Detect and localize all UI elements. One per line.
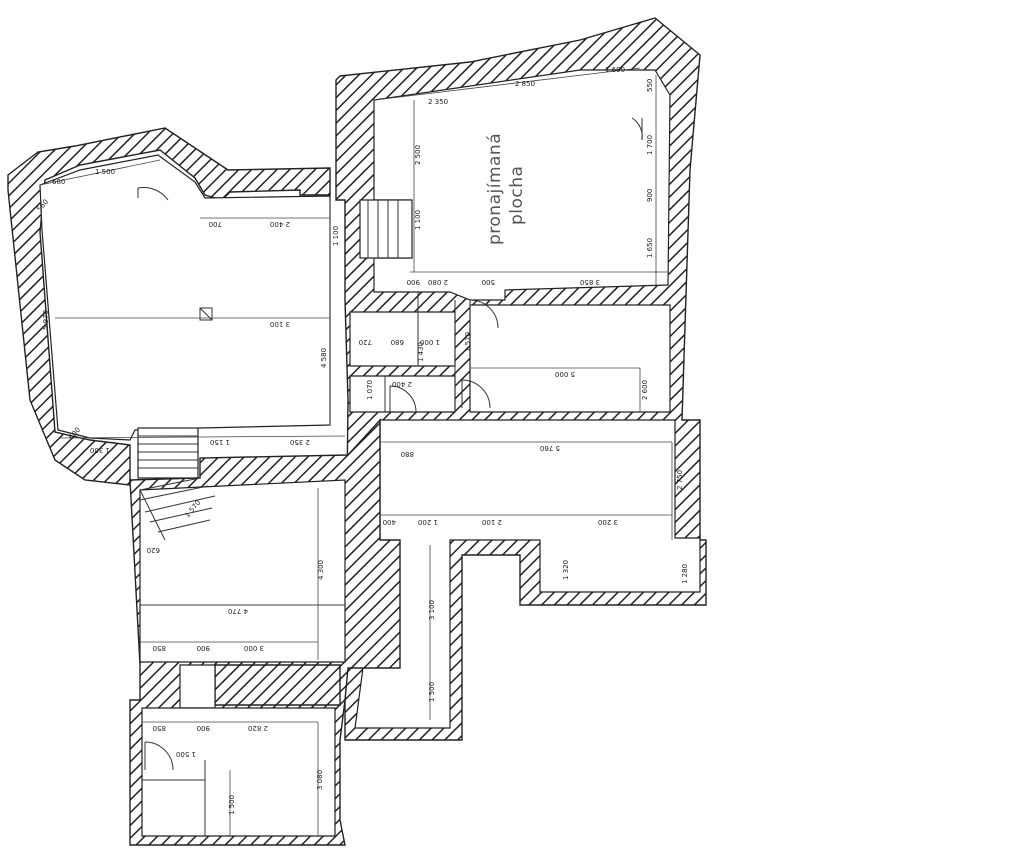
dim-text: 400 — [383, 518, 396, 526]
room-middle-right-floor — [469, 304, 671, 413]
dim-text: 5 970 — [42, 310, 50, 330]
dim-text: 4 580 — [320, 348, 328, 368]
dim-text: 680 — [391, 338, 404, 346]
dim-text: 1 690 — [605, 66, 625, 74]
dim-text: 3 100 — [270, 320, 290, 328]
dim-text: 1 570 — [464, 332, 472, 352]
dim-text: 900 — [197, 644, 210, 652]
dim-text: 4 770 — [228, 607, 248, 615]
room-label-line1: pronajímaná — [485, 133, 505, 245]
door-arcs — [137, 117, 643, 771]
dim-text: 900 — [197, 724, 210, 732]
dim-text: 1 650 — [646, 238, 654, 258]
dim-text: 720 — [359, 338, 372, 346]
dim-text: 1 320 — [562, 560, 570, 580]
dimension-lines — [39, 67, 673, 836]
dim-text: 550 — [646, 79, 654, 92]
dim-text: 2 350 — [428, 98, 448, 106]
dim-text: 1 500 — [95, 168, 115, 176]
dim-text: 3 200 — [598, 518, 618, 526]
dim-text: 880 — [401, 450, 414, 458]
dim-text: 2 100 — [482, 518, 502, 526]
dim-text: 2 850 — [515, 80, 535, 88]
dim-text: 900 — [407, 278, 420, 286]
dim-text: 700 — [209, 220, 222, 228]
dim-text: 1 500 — [176, 750, 196, 758]
dim-text: 1 150 — [210, 438, 230, 446]
dim-text: 1 200 — [418, 518, 438, 526]
dim-text: 2 600 — [641, 380, 649, 400]
dim-text: 3 080 — [316, 770, 324, 790]
dim-text: 620 — [147, 546, 160, 554]
room-label-line2: plocha — [507, 166, 527, 225]
dim-text: 2 750 — [676, 470, 684, 490]
dim-text: 1 500 — [228, 795, 236, 815]
dim-text: 4 300 — [317, 560, 325, 580]
dim-text: 1 100 — [332, 226, 340, 246]
stair-treads — [138, 435, 198, 469]
room-label: pronajímaná plocha — [485, 133, 527, 245]
room-passage-floor — [179, 664, 216, 709]
dim-text: 1 430 — [417, 342, 425, 362]
dim-text: 3 850 — [580, 278, 600, 286]
room-middle-left-floor — [139, 479, 346, 663]
dim-text: 5 000 — [555, 370, 575, 378]
dim-text: 2 400 — [270, 220, 290, 228]
room-bottom-left-floor — [141, 707, 336, 837]
stairs-upper-right — [359, 199, 413, 259]
dim-text: 2 500 — [414, 145, 422, 165]
room-corridor-floor — [354, 419, 701, 729]
dim-text: 850 — [153, 644, 166, 652]
dim-text: 900 — [646, 189, 654, 202]
dim-text: 2 080 — [428, 278, 448, 286]
stair-treads-right — [367, 200, 399, 258]
dim-text: 850 — [153, 724, 166, 732]
dim-text: 1 000 — [420, 338, 440, 346]
dim-text: 3 100 — [428, 600, 436, 620]
dim-text: 1 280 — [681, 564, 689, 584]
wall-partition-band — [214, 664, 341, 706]
wall-left-room-outer — [7, 127, 331, 486]
dim-text: 1 500 — [428, 682, 436, 702]
dim-text: 5 760 — [540, 444, 560, 452]
dim-text: 2 350 — [290, 438, 310, 446]
dim-text: 3 000 — [244, 644, 264, 652]
dim-text: 680 — [52, 178, 65, 186]
stairs-diagonal — [139, 477, 216, 541]
dim-text: 1 100 — [414, 210, 422, 230]
dim-text: 1 700 — [646, 135, 654, 155]
dim-text: 2 400 — [392, 380, 412, 388]
dim-text: 500 — [482, 278, 495, 286]
dim-text: 1 070 — [366, 380, 374, 400]
dimension-texts: 2 850 1 690 2 350 550 1 700 900 1 650 2 … — [35, 66, 689, 815]
room-left-floor — [39, 154, 331, 441]
dim-text: 2 820 — [248, 724, 268, 732]
dim-text: 1 300 — [90, 446, 110, 454]
column-left-room — [199, 307, 213, 321]
